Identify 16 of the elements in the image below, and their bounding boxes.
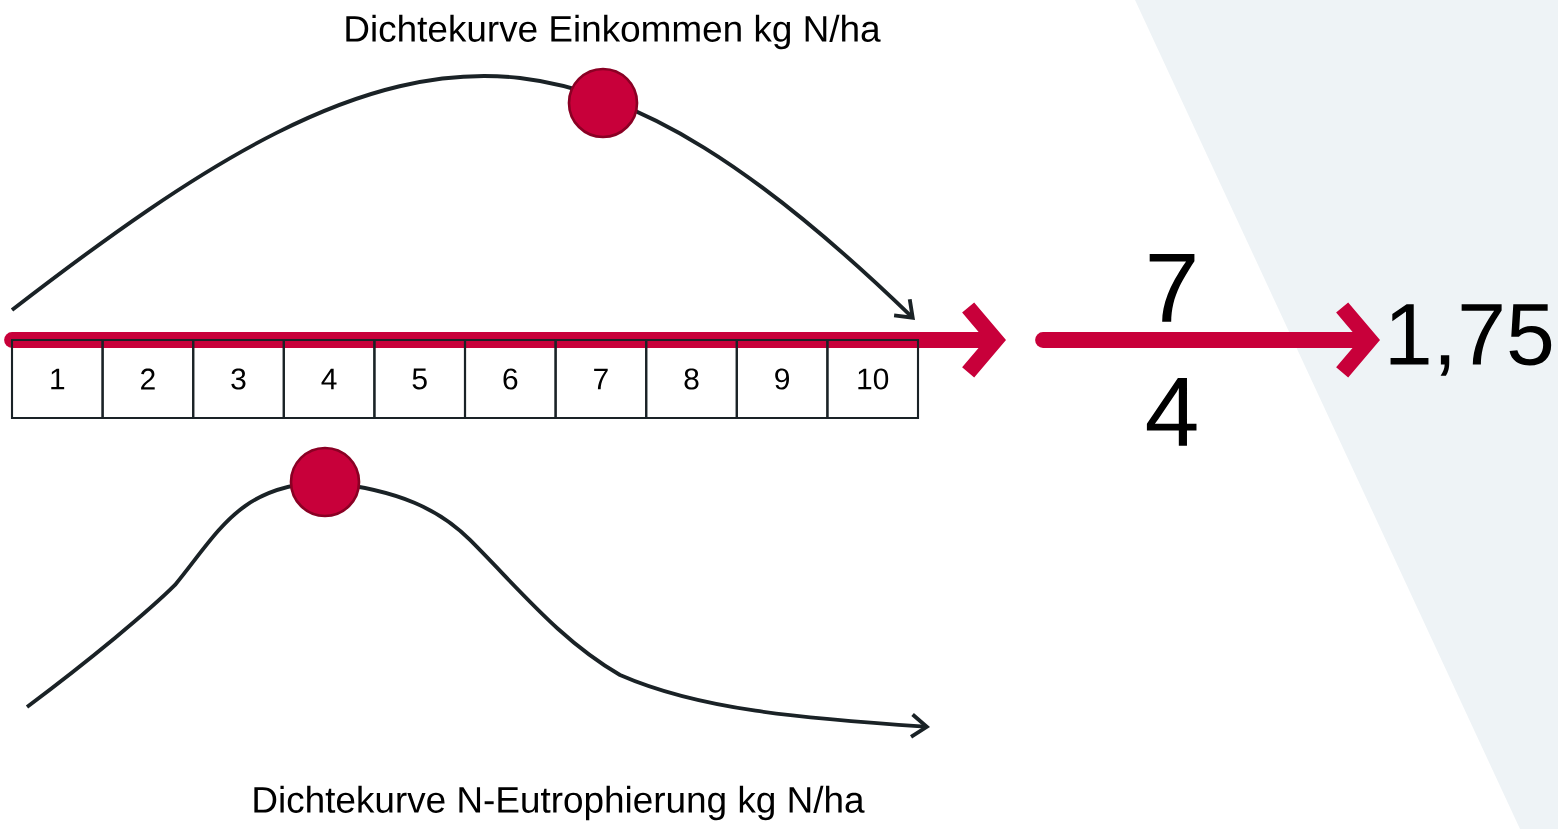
scale-cell: 2 <box>101 338 195 420</box>
scale-cell: 8 <box>645 338 738 420</box>
scale-cell: 5 <box>373 338 467 420</box>
arrow <box>1035 302 1380 378</box>
scale-cell: 10 <box>826 338 920 420</box>
axis-caption: Dichtekurve Einkommen kg N/ha <box>346 14 881 50</box>
numerator: 7 <box>1149 254 1195 322</box>
scale-cell: 3 <box>192 338 285 420</box>
scale-cell: 6 <box>463 338 557 420</box>
axis-caption: Dichtekurve N-Eutrophierung kg N/ha <box>254 785 865 821</box>
scale-cell: 9 <box>735 338 829 420</box>
scale-cell: 7 <box>554 338 648 420</box>
scale-cell: 1 <box>10 338 104 420</box>
result-value: 1,75 <box>1390 304 1552 376</box>
denominator: 4 <box>1146 378 1197 446</box>
scale-cell: 4 <box>282 338 376 420</box>
